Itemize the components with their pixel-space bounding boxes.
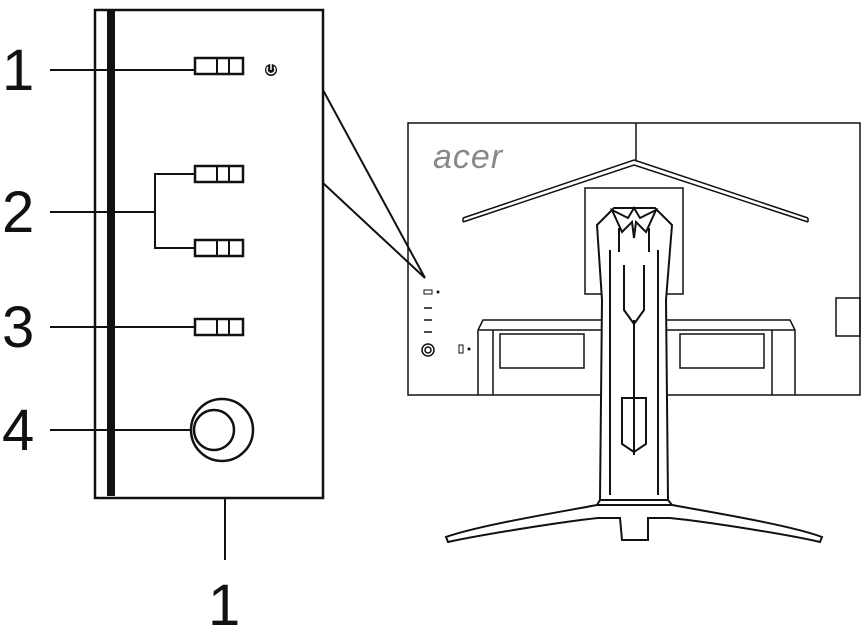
- callout-1-top: 1: [2, 38, 34, 103]
- lock-icon: [458, 344, 471, 354]
- callout-4: 4: [2, 398, 34, 463]
- power-button[interactable]: [193, 56, 245, 76]
- control-panel-frame: [93, 8, 325, 500]
- monitor-stand: [444, 206, 824, 544]
- hotkey-button-upper[interactable]: [193, 164, 245, 184]
- callout-2: 2: [2, 180, 34, 245]
- power-icon: [265, 64, 277, 76]
- panel-edge-strip: [107, 10, 115, 496]
- joystick-icon[interactable]: [189, 397, 255, 463]
- input-button[interactable]: [193, 317, 245, 337]
- callout-3: 3: [2, 295, 34, 360]
- monitor-rear-view: [407, 122, 861, 396]
- brand-logo: acer: [433, 138, 504, 176]
- control-panel-closeup: [93, 8, 325, 560]
- callout-lines: [50, 69, 426, 431]
- callout-1-bottom: 1: [208, 573, 240, 634]
- hotkey-button-lower[interactable]: [193, 238, 245, 258]
